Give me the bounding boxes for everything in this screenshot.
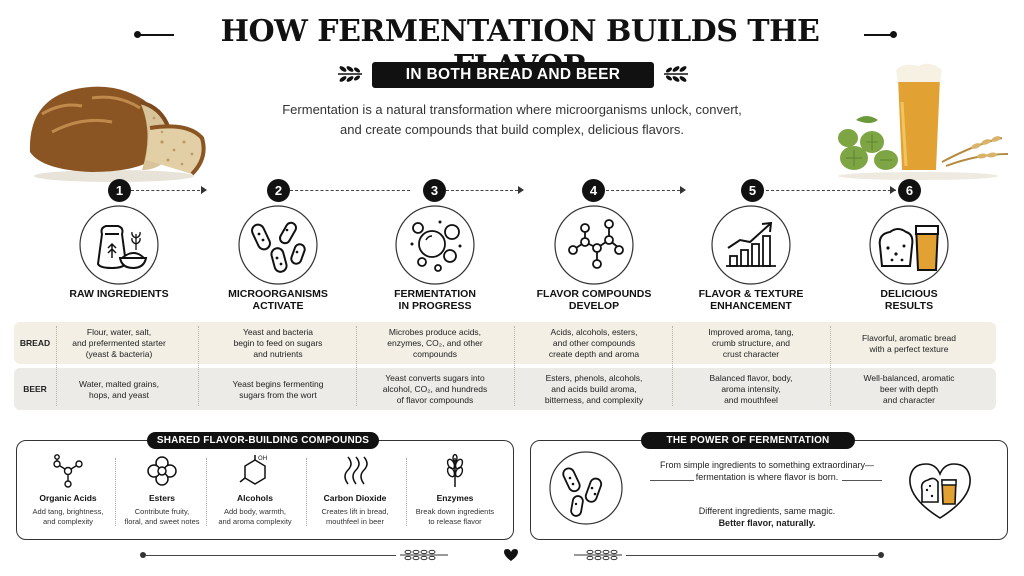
- compound-name-5: Enzymes: [436, 493, 474, 503]
- power-line-2: fermentation is where flavor is born.: [695, 472, 839, 482]
- title-dot-right: [890, 31, 897, 38]
- organic-acid-molecule-icon: [53, 454, 83, 488]
- footer-rule-right: [626, 555, 878, 556]
- flow-arrow-5-6: [890, 186, 896, 194]
- flow-line-2-3: [290, 190, 410, 191]
- step-number-3: 3: [423, 179, 446, 202]
- column-divider: [198, 326, 199, 406]
- step-number-5: 5: [741, 179, 764, 202]
- bread-loaf-illustration: [29, 86, 206, 182]
- footer-wheat-right-icon: [574, 549, 622, 561]
- heart-bread-beer-icon: [909, 463, 971, 519]
- beer-cell-4: Esters, phenols, alcohols,and acids buil…: [544, 373, 644, 405]
- footer-wheat-left-icon: [400, 549, 448, 561]
- compound-divider: [306, 458, 307, 526]
- compound-divider: [206, 458, 207, 526]
- compound-divider: [115, 458, 116, 526]
- bread-cell-1: Flour, water, salt,and prefermented star…: [72, 327, 166, 359]
- alcohol-ring-icon: OH: [239, 455, 267, 485]
- flow-arrow-1-2: [201, 186, 207, 194]
- compound-name-2: Esters: [149, 493, 175, 503]
- column-divider: [830, 326, 831, 406]
- flow-line-4-5: [606, 190, 680, 191]
- footer-dot-left: [140, 552, 146, 558]
- rising-chart-icon: [711, 205, 791, 285]
- compound-desc-4: Creates lift in bread,mouthfeel in beer: [321, 507, 389, 526]
- ester-flower-icon: [147, 456, 177, 486]
- column-divider: [514, 326, 515, 406]
- flow-arrow-3-4: [518, 186, 524, 194]
- power-rule-left: [650, 480, 694, 481]
- power-tagline-2: Better flavor, naturally.: [718, 518, 816, 528]
- stage-title-4: FLAVOR COMPOUNDS DEVELOP: [536, 288, 652, 312]
- compound-name-1: Organic Acids: [39, 493, 97, 503]
- footer-rule-left: [146, 555, 396, 556]
- stage-title-5: FLAVOR & TEXTURE ENHANCEMENT: [698, 288, 804, 312]
- title-rule-left: [138, 34, 174, 36]
- flow-arrow-4-5: [680, 186, 686, 194]
- bubbles-icon: [395, 205, 475, 285]
- compound-desc-1: Add tang, brightness,and complexity: [32, 507, 104, 526]
- compound-name-3: Alcohols: [237, 493, 273, 503]
- power-line-1: From simple ingredients to something ext…: [659, 460, 875, 470]
- beer-cell-1: Water, malted grains,hops, and yeast: [79, 379, 159, 400]
- bread-row: BREAD: [14, 322, 996, 364]
- title-dot-left: [134, 31, 141, 38]
- intro-line-2: and create compounds that build complex,…: [340, 122, 684, 137]
- compound-desc-2: Contribute fruity,floral, and sweet note…: [124, 507, 200, 526]
- bread-and-beer-icon: [869, 205, 949, 285]
- footer-heart-icon: [504, 549, 518, 561]
- flow-line-1-2: [131, 190, 200, 191]
- bread-row-label: BREAD: [19, 338, 51, 348]
- column-divider: [356, 326, 357, 406]
- title-rule-right: [864, 34, 894, 36]
- stage-title-1: RAW INGREDIENTS: [69, 288, 169, 300]
- svg-text:OH: OH: [258, 455, 267, 462]
- stage-title-2: MICROORGANISMS ACTIVATE: [228, 288, 328, 312]
- compound-divider: [406, 458, 407, 526]
- microbes-circle-icon: [549, 451, 623, 525]
- bread-cell-3: Microbes produce acids,enzymes, CO₂, and…: [387, 327, 483, 359]
- beer-row-label: BEER: [23, 384, 47, 394]
- column-divider: [672, 326, 673, 406]
- flow-line-5-6: [766, 190, 896, 191]
- step-number-2: 2: [267, 179, 290, 202]
- subtitle-banner: IN BOTH BREAD AND BEER: [372, 62, 654, 88]
- beer-row: BEER: [14, 368, 996, 410]
- bread-cell-5: Improved aroma, tang,crumb structure, an…: [708, 327, 794, 359]
- microorganisms-icon: [238, 205, 318, 285]
- step-number-6: 6: [898, 179, 921, 202]
- step-number-1: 1: [108, 179, 131, 202]
- power-heading: THE POWER OF FERMENTATION: [641, 432, 855, 449]
- laurel-sprig-right-icon: [664, 66, 688, 82]
- beer-glass-illustration: [838, 63, 1009, 180]
- compound-name-4: Carbon Dioxide: [323, 493, 387, 503]
- wheat-stalk-icon: [446, 454, 464, 487]
- power-tagline-1: Different ingredients, same magic.: [698, 506, 836, 516]
- intro-line-1: Fermentation is a natural transformation…: [282, 102, 742, 117]
- step-number-4: 4: [582, 179, 605, 202]
- beer-cell-5: Balanced flavor, body,aroma intensity,an…: [709, 373, 793, 405]
- intro-text: Fermentation is a natural transformation…: [262, 100, 762, 140]
- shared-compounds-heading: SHARED FLAVOR-BUILDING COMPOUNDS: [147, 432, 379, 449]
- power-rule-right: [842, 480, 882, 481]
- footer-dot-right: [878, 552, 884, 558]
- flow-line-3-4: [446, 190, 518, 191]
- laurel-sprig-left-icon: [338, 66, 362, 82]
- stage-title-6: DELICIOUS RESULTS: [880, 288, 938, 312]
- bread-cell-4: Acids, alcohols, esters,and other compou…: [548, 327, 640, 359]
- column-divider: [56, 326, 57, 406]
- molecule-icon: [554, 205, 634, 285]
- compound-desc-3: Add body, warmth,and aroma complexity: [218, 507, 292, 526]
- grain-sack-icon: [79, 205, 159, 285]
- carbon-dioxide-bubbles-icon: [344, 456, 368, 485]
- stage-title-3: FERMENTATION IN PROGRESS: [394, 288, 476, 312]
